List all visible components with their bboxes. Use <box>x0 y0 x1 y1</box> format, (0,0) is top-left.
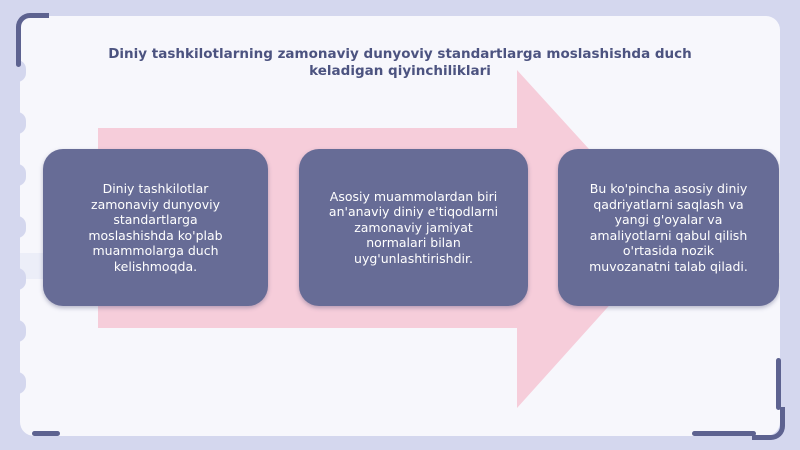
frame-bar-right <box>776 358 781 410</box>
frame-bar-bottom-right <box>692 431 756 436</box>
frame-corner-bottom-right <box>752 407 785 440</box>
notebook-notch <box>8 112 26 134</box>
step-card-1: Diniy tashkilotlar zamonaviy dunyoviy st… <box>43 149 268 306</box>
step-card-2-text: Asosiy muammolardan biri an'anaviy diniy… <box>328 188 499 266</box>
notebook-notch <box>8 268 26 290</box>
notebook-notch <box>8 216 26 238</box>
frame-bar-left <box>16 37 21 67</box>
frame-bar-bottom-left <box>32 431 60 436</box>
slide-title: Diniy tashkilotlarning zamonaviy dunyovi… <box>108 46 692 79</box>
notebook-notch <box>8 372 26 394</box>
frame-corner-top-left <box>16 13 49 46</box>
notebook-notch <box>8 60 26 82</box>
notebook-notch <box>8 320 26 342</box>
step-card-2: Asosiy muammolardan biri an'anaviy diniy… <box>299 149 528 306</box>
slide-canvas: Diniy tashkilotlarning zamonaviy dunyovi… <box>20 16 780 436</box>
notebook-notch <box>8 164 26 186</box>
step-card-1-text: Diniy tashkilotlar zamonaviy dunyoviy st… <box>88 181 223 274</box>
step-card-3-text: Bu ko'pincha asosiy diniy qadriyatlarni … <box>589 181 748 274</box>
step-card-3: Bu ko'pincha asosiy diniy qadriyatlarni … <box>558 149 779 306</box>
